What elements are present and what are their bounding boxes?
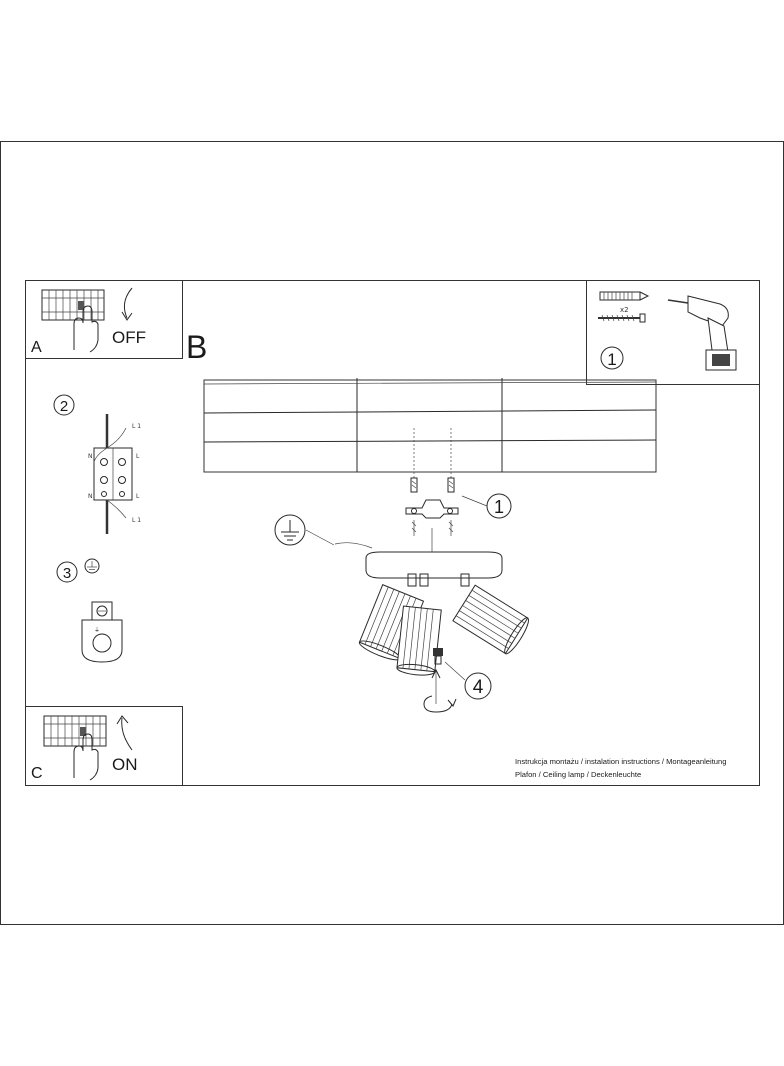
caption-line-2: Plafon / Ceiling lamp / Deckenleuchte	[515, 770, 641, 779]
ground-symbol-icon	[274, 514, 335, 546]
tools-panel: x2 1	[586, 280, 760, 385]
wire-l-label: L	[136, 493, 140, 500]
hand-switch-icon	[73, 305, 99, 353]
arrow-down-icon	[123, 287, 133, 319]
wire-n-label: N	[88, 453, 93, 460]
panel-c-letter: C	[31, 765, 43, 782]
screw-icon	[431, 648, 443, 704]
ceiling-slab	[203, 378, 657, 473]
off-label: OFF	[112, 328, 146, 347]
outer-frame	[0, 141, 784, 925]
arrow-up-icon	[121, 717, 133, 751]
drill-icon	[667, 295, 737, 371]
ground-symbol-icon	[84, 558, 100, 574]
caption-line-1: Instrukcja montażu / instalation instruc…	[515, 757, 726, 766]
step-1-mount-number: 1	[494, 497, 504, 517]
wire-l-label: L	[136, 453, 140, 460]
inner-frame	[25, 280, 760, 786]
anchor-screws	[410, 428, 455, 493]
breaker-panel-icon	[41, 289, 105, 321]
panel-a-letter: A	[31, 339, 42, 356]
mounting-bracket	[405, 499, 459, 536]
ground-terminal	[81, 619, 123, 663]
lamp-canopy	[365, 528, 503, 579]
ground-wire	[334, 542, 373, 549]
step-4-number: 4	[473, 677, 484, 698]
wire-l1-label: L 1	[132, 517, 141, 524]
panel-a: A OFF	[25, 280, 183, 359]
rotate-arrow-icon	[423, 695, 453, 713]
screw-icon	[598, 313, 646, 323]
lamp-head-right	[452, 573, 530, 655]
breaker-panel-icon	[43, 715, 107, 747]
step-2-number: 2	[60, 398, 68, 415]
hand-switch-icon	[73, 733, 99, 781]
step-3-number: 3	[63, 565, 71, 582]
wire-n-label: N	[88, 493, 93, 500]
wire-l1-label: L 1	[132, 423, 141, 430]
step-1-tools-number: 1	[607, 350, 616, 369]
panel-b-letter: B	[186, 329, 207, 365]
panel-c: C ON	[25, 706, 183, 786]
step-3-ground: 3 ⏚	[56, 558, 123, 663]
anchor-qty-label: x2	[620, 306, 629, 314]
on-label: ON	[112, 755, 138, 774]
svg-text:⏚: ⏚	[94, 627, 100, 634]
wall-anchor-icon	[599, 291, 650, 301]
step-2-wiring: 2 N N L L L 1 L 1	[53, 394, 141, 534]
